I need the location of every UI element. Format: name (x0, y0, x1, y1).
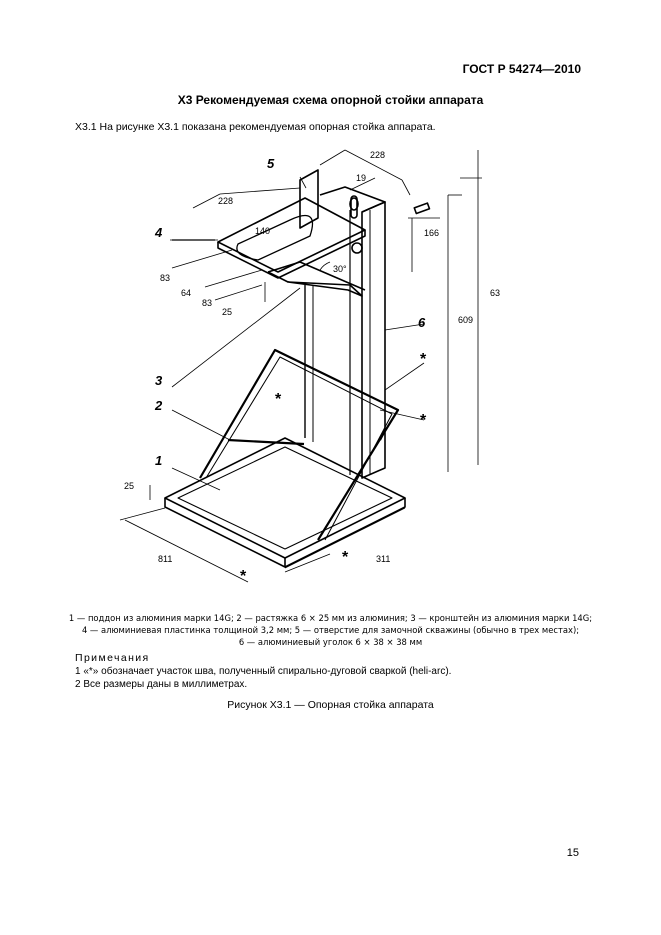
legend-line: 6 — алюминиевый уголок 6 × 38 × 38 мм (238, 637, 423, 647)
dim-25-base: 25 (124, 481, 134, 491)
section-title: Х3 Рекомендуемая схема опорной стойки ап… (177, 93, 484, 107)
note-item: 1 «*» обозначает участок шва, полученный… (75, 666, 452, 677)
notes-title: Примечания (75, 652, 150, 664)
figure-legend: 1 — поддон из алюминия марки 14G; 2 — ра… (60, 612, 601, 648)
dim-311: 311 (376, 554, 390, 564)
callout-5: 5 (267, 156, 275, 171)
weld-mark: * (275, 391, 282, 408)
dimension-lines (119, 149, 482, 583)
page-number: 15 (566, 847, 579, 859)
weld-mark: * (420, 351, 427, 368)
figure-caption: Рисунок Х3.1 — Опорная стойка аппарата (227, 699, 434, 711)
angle-post (304, 186, 386, 479)
callout-6: 6 (418, 315, 426, 330)
standard-id: ГОСТ Р 54274—2010 (462, 62, 581, 76)
dim-30-degrees: 30° (333, 264, 347, 274)
dim-25-plate: 25 (222, 307, 232, 317)
weld-mark: * (240, 568, 247, 585)
dim-83b: 83 (202, 298, 212, 308)
dim-635: 635 (490, 288, 500, 298)
base-tray (164, 437, 406, 568)
support-stand-drawing: 228 19 228 140 166 30° 83 64 83 25 635 6… (119, 149, 500, 585)
dim-811: 811 (158, 554, 172, 564)
dim-64: 64 (181, 288, 191, 298)
callout-1: 1 (155, 453, 162, 468)
dim-609: 609 (458, 315, 473, 325)
weld-mark: * (342, 549, 349, 566)
brace-frame (199, 348, 400, 541)
dim-166: 166 (424, 228, 439, 238)
callout-4: 4 (154, 225, 163, 240)
note-item: 2 Все размеры даны в миллиметрах. (75, 679, 248, 690)
dim-83a: 83 (160, 273, 170, 283)
dim-228-top: 228 (370, 150, 385, 160)
dim-228-left: 228 (218, 196, 233, 206)
callout-2: 2 (154, 398, 163, 413)
intro-paragraph: Х3.1 На рисунке Х3.1 показана рекомендуе… (75, 121, 436, 133)
legend-line: 1 — поддон из алюминия марки 14G; 2 — ра… (68, 613, 593, 623)
keyhole-holes (349, 195, 431, 254)
aluminium-plate (217, 197, 366, 283)
dim-19: 19 (356, 173, 366, 183)
dim-140: 140 (255, 226, 270, 236)
legend-line: 4 — алюминиевая пластинка толщиной 3,2 м… (81, 625, 580, 635)
callout-3: 3 (155, 373, 163, 388)
weld-mark: * (420, 412, 427, 429)
